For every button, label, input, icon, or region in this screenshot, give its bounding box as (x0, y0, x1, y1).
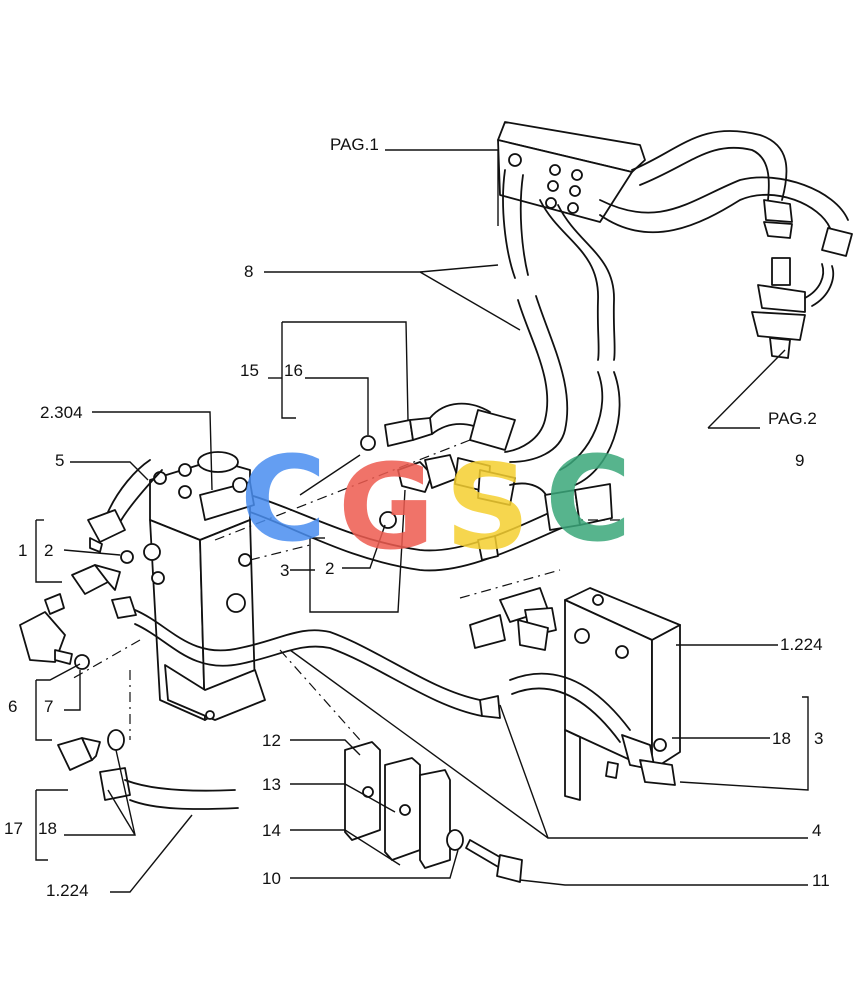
callout-pag1: PAG.1 (330, 135, 379, 154)
callout-17: 17 (4, 819, 23, 838)
left-elbow-fittings-part (19, 543, 161, 670)
callout-5: 5 (55, 451, 64, 470)
pipe-4-part (111, 596, 501, 719)
upper-hoses-part (599, 130, 853, 257)
callout-9: 9 (795, 451, 804, 470)
tee-fitting-part (751, 257, 834, 359)
callout-pag2: PAG.2 (768, 409, 817, 428)
watermark-letter-c1: C (240, 430, 327, 568)
callout-18-right: 18 (772, 729, 791, 748)
callout-6: 6 (8, 697, 17, 716)
valve-body-part (149, 451, 266, 721)
connector-block-part (497, 121, 646, 223)
watermark-letter-s: S (445, 438, 530, 576)
callout-15: 15 (240, 361, 259, 380)
callout-1-224-bottom: 1.224 (46, 881, 89, 900)
hose-8-9-part (502, 169, 621, 486)
hose-5-part (87, 459, 163, 553)
callout-14: 14 (262, 821, 281, 840)
callout-16: 16 (284, 361, 303, 380)
callout-1: 1 (18, 541, 27, 560)
manifold-block-part (469, 587, 681, 801)
watermark-letter-c2: C (545, 430, 632, 568)
callout-3-center: 3 (280, 561, 289, 580)
cgsc-watermark: C G S C (240, 430, 632, 576)
callout-1-224-right: 1.224 (780, 635, 823, 654)
callout-7: 7 (44, 697, 53, 716)
pipe-3-part (249, 483, 613, 572)
callout-11: 11 (812, 871, 830, 890)
callout-labels: PAG.1 PAG.2 8 9 15 16 2.304 5 1 2 3 2 1.… (4, 135, 830, 900)
axis-lines (69, 439, 620, 741)
callout-2-center: 2 (325, 559, 334, 578)
callout-8: 8 (244, 262, 253, 281)
watermark-letter-g: G (338, 438, 435, 576)
clamp-pieces-part (344, 741, 451, 869)
callout-2-left: 2 (44, 541, 53, 560)
fitting-cluster-part (360, 402, 549, 529)
washer-bolt-part (446, 829, 523, 883)
callout-10: 10 (262, 869, 281, 888)
callout-18-left: 18 (38, 819, 57, 838)
callout-13: 13 (262, 775, 281, 794)
callout-12: 12 (262, 731, 281, 750)
callout-3-right: 3 (814, 729, 823, 748)
lower-left-fittings-part (57, 729, 239, 810)
callout-2-304: 2.304 (40, 403, 83, 422)
leader-lines (35, 149, 809, 893)
callout-4: 4 (812, 821, 821, 840)
